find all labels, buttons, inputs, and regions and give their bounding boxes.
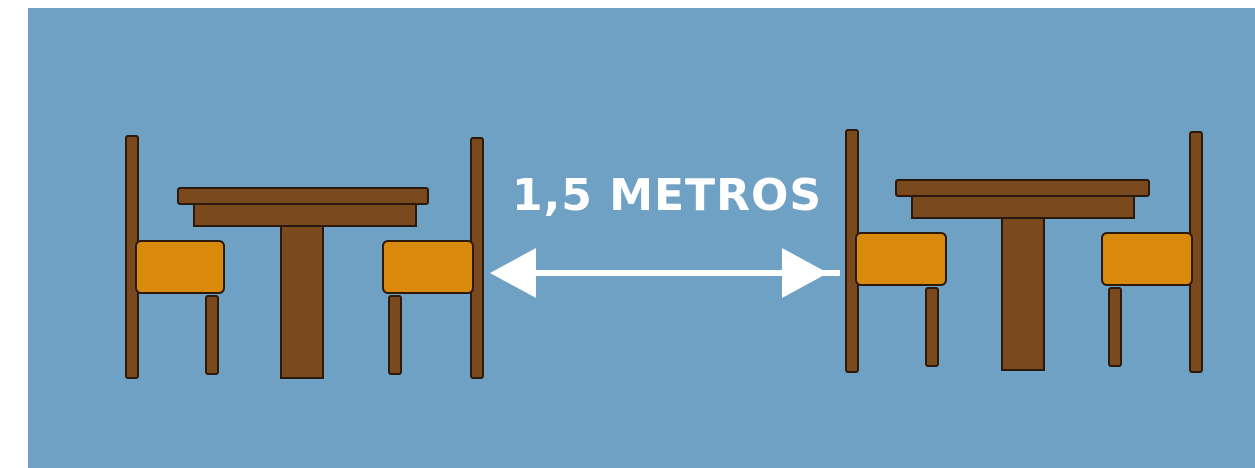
right-chair-icon [1102, 132, 1202, 372]
left-chair-icon [846, 130, 946, 372]
diagram-canvas [28, 8, 1255, 468]
right-table-group [846, 130, 1202, 372]
left-table-group [126, 136, 483, 378]
left-chair-icon [126, 136, 224, 378]
distance-label: 1,5 METROS [502, 170, 832, 221]
double-arrow-icon [490, 248, 840, 298]
distance-diagram: 1,5 METROS [28, 8, 1255, 468]
right-chair-icon [383, 138, 483, 378]
